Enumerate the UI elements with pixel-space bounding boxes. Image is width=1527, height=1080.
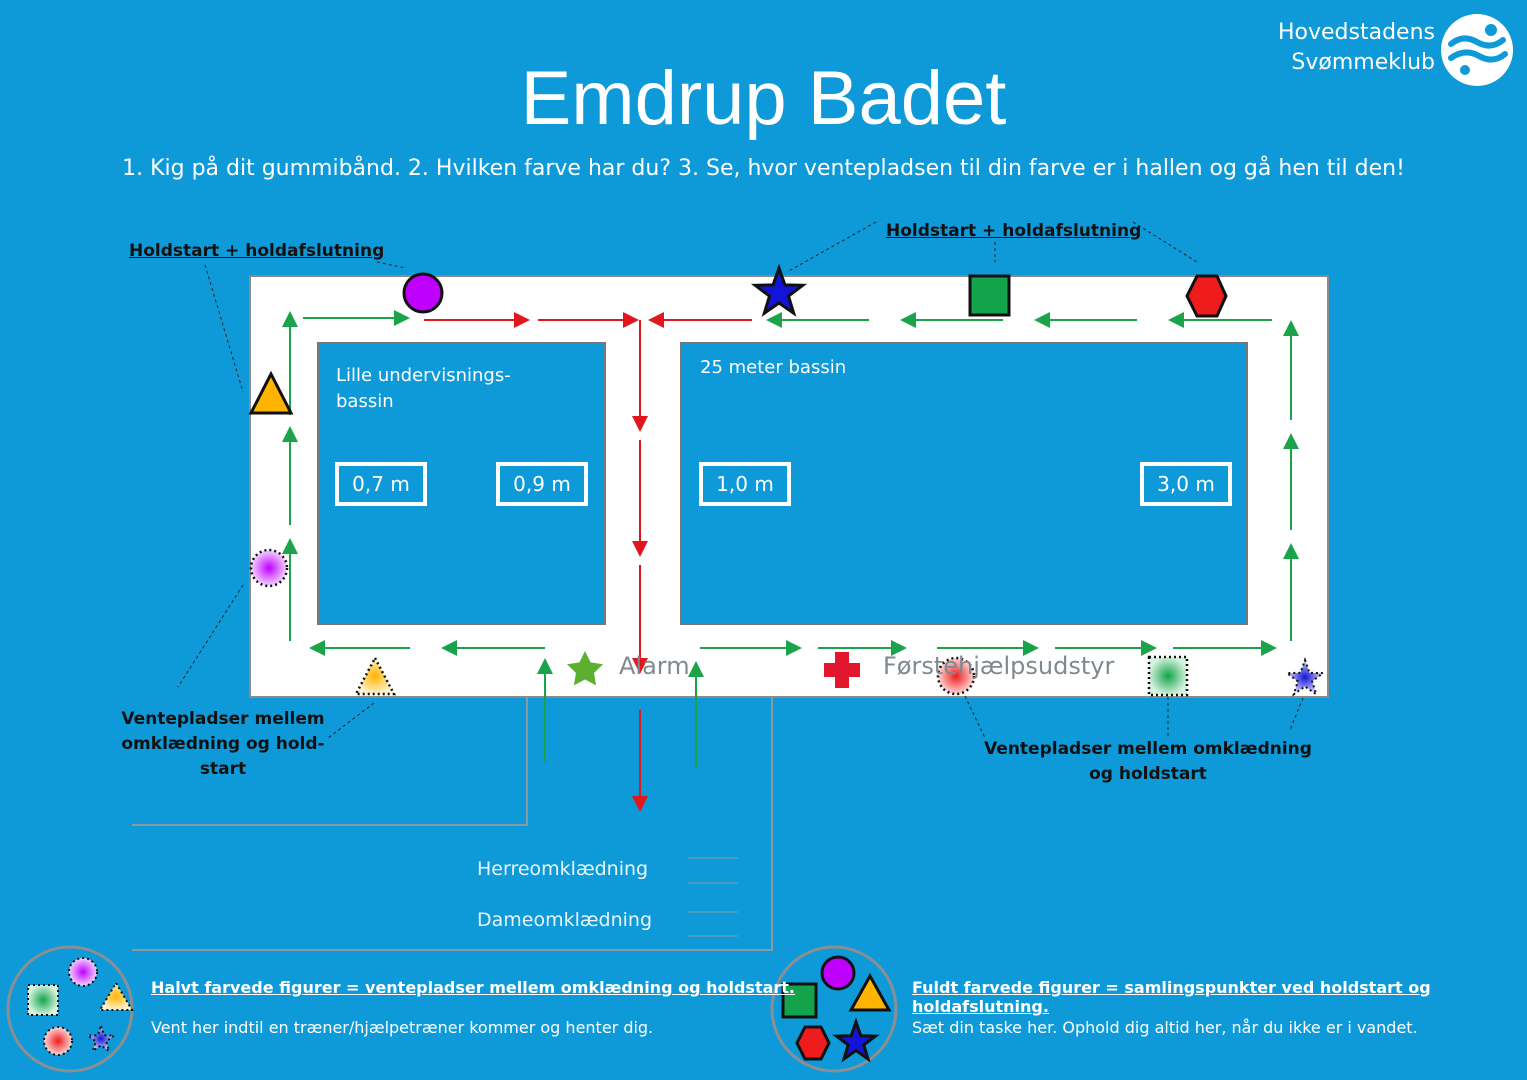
legend-full-title: Fuldt farvede figurer = samlingspunkter …: [912, 978, 1431, 1016]
red-circle-waiting-spot: [936, 656, 976, 696]
mens-changing-room-label: Herreomklædning: [477, 858, 649, 880]
first-aid-cross-icon: [824, 652, 860, 688]
legend-half-title: Halvt farvede figurer = ventepladser mel…: [151, 978, 796, 997]
instructions: 1. Kig på dit gummibånd. 2. Hvilken farv…: [122, 156, 1405, 181]
logo-line2: Svømmeklub: [1291, 50, 1435, 75]
womens-changing-room-label: Dameomklædning: [477, 909, 653, 931]
red-hexagon-gathering-point: [1185, 274, 1228, 318]
alarm-label: Alarm: [619, 652, 690, 680]
depth-badge-09: 0,9 m: [496, 462, 588, 506]
page-title: Emdrup Badet: [520, 56, 1007, 141]
blue-star-gathering-point: [750, 263, 808, 317]
purple-circle-gathering-point: [402, 272, 444, 314]
yellow-triangle-gathering-point: [248, 370, 294, 415]
club-logo-text: Hovedstadens Svømmeklub: [1278, 18, 1435, 78]
logo-line1: Hovedstadens: [1278, 20, 1435, 45]
small-pool-label: Lille undervisnings- bassin: [336, 365, 511, 412]
large-pool-label: 25 meter bassin: [700, 357, 847, 378]
depth-badge-07: 0,7 m: [335, 462, 427, 506]
depth-badge-30: 3,0 m: [1140, 462, 1232, 506]
swimmer-logo-icon: [1441, 14, 1513, 86]
depth-badge-10: 1,0 m: [699, 462, 791, 506]
first-aid-label: Førstehjælpsudstyr: [883, 652, 1115, 680]
label-holdstart-left: Holdstart + holdafslutning: [129, 241, 385, 261]
legend-full-text: Sæt din taske her. Ophold dig altid her,…: [912, 1018, 1418, 1037]
label-holdstart-top: Holdstart + holdafslutning: [886, 221, 1142, 241]
waiting-label-left: Ventepladser mellem omklædning og hold- …: [121, 709, 325, 779]
blue-star-waiting-spot: [1284, 656, 1326, 697]
yellow-triangle-waiting-spot: [353, 655, 397, 696]
purple-circle-waiting-spot: [249, 548, 289, 588]
waiting-label-right: Ventepladser mellem omklædning og holdst…: [984, 739, 1312, 784]
alarm-star-icon: [567, 651, 603, 686]
green-square-gathering-point: [968, 274, 1011, 317]
small-pool: [317, 342, 606, 625]
green-square-waiting-spot: [1147, 655, 1189, 697]
legend-half-text: Vent her indtil en træner/hjælpetræner k…: [151, 1018, 654, 1037]
large-pool: [680, 342, 1248, 625]
